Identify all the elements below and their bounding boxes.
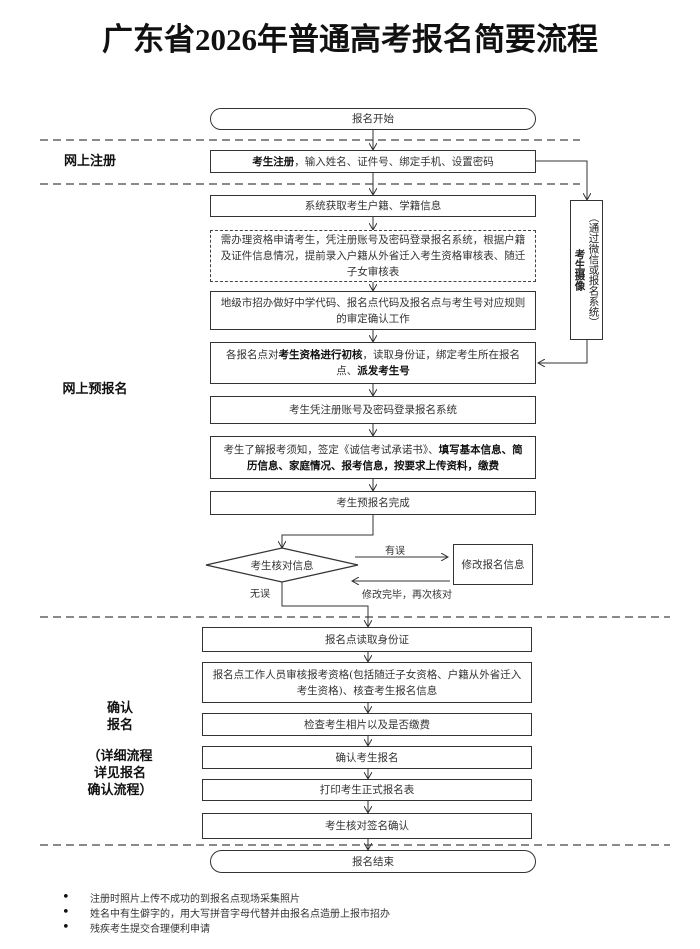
note-item: 残疾考生提交合理便利申请 [62,920,390,935]
step-city-codes: 地级市招办做好中学代码、报名点代码及报名点与考生号对应规则的审定确认工作 [210,291,536,330]
step-initial-check: 各报名点对考生资格进行初核，读取身份证，绑定考生所在报名点、派发考生号 [210,342,536,384]
end-node: 报名结束 [210,850,536,873]
step-qualification-apply: 需办理资格申请考生，凭注册账号及密码登录报名系统，根据户籍及证件信息情况，提前录… [210,230,536,282]
confirm-line1: 确认 [106,701,133,716]
step-pre-register-done: 考生预报名完成 [210,491,536,515]
section-online-register: 网上注册 [63,154,116,169]
section-dividers [40,139,670,846]
confirm-step-2: 报名点工作人员审核报考资格(包括随迁子女资格、户籍从外省迁入考生资格)、核查考生… [202,662,532,703]
confirm-step-1: 报名点读取身份证 [202,627,532,652]
section-confirm: 确认 报名 （详细流程 详见报名 确认流程） [70,700,170,799]
step-login: 考生凭注册账号及密码登录报名系统 [210,396,536,424]
s6a: 考生了解报考须知，签定《诚信考试承诺书》、 [223,443,439,456]
confirm-step-5: 打印考生正式报名表 [202,779,532,801]
confirm-step-6: 考生核对签名确认 [202,813,532,839]
fix-info-box: 修改报名信息 [453,544,533,585]
page-title: 广东省2026年普通高考报名简要流程 [102,22,598,57]
photo-note: （通过微信或报名系统） [587,212,600,328]
s4b: 考生资格进行初核 [278,349,363,361]
start-node: 报名开始 [210,108,536,130]
label-fix-done: 修改完毕，再次核对 [362,590,452,601]
confirm-step-3: 检查考生相片以及是否缴费 [202,713,532,736]
step-fill-info: 考生了解报考须知，签定《诚信考试承诺书》、填写基本信息、简历信息、家庭情况、报考… [210,436,536,479]
s4a: 各报名点对 [226,349,279,361]
confirm-note3: 确认流程） [87,783,153,798]
s4c: ，读取身份证，绑定考生所在报名点、 [336,349,520,377]
label-no-error: 无误 [250,589,270,600]
register-bold: 考生注册 [252,155,295,168]
decision-diamond [205,547,359,583]
register-rest: ，输入姓名、证件号、绑定手机、设置密码 [294,155,494,168]
photo-label: 考生摄像 [573,249,586,291]
photo-box: （通过微信或报名系统） 考生摄像 [570,200,603,340]
step-register: 考生注册，输入姓名、证件号、绑定手机、设置密码 [210,150,536,173]
confirm-step-4: 确认考生报名 [202,746,532,769]
note-item: 注册时照片上传不成功的到报名点现场采集照片 [62,890,390,905]
s6b: 填写基本信息、简历信息、家庭情况、报考信息，按要求上传资料，缴费 [247,443,523,472]
label-has-error: 有误 [385,546,405,557]
s4d: 派发考生号 [357,365,410,377]
step-system-fetch: 系统获取考生户籍、学籍信息 [210,195,536,217]
confirm-note2: 详见报名 [93,766,146,781]
notes-list: 注册时照片上传不成功的到报名点现场采集照片 姓名中有生僻字的，用大写拼音字母代替… [62,890,390,935]
section-online-pre-register: 网上预报名 [62,382,128,397]
confirm-note1: （详细流程 [87,749,153,764]
confirm-line2: 报名 [106,718,133,733]
decision-label: 考生核对信息 [250,560,314,572]
note-item: 姓名中有生僻字的，用大写拼音字母代替并由报名点造册上报市招办 [62,905,390,920]
